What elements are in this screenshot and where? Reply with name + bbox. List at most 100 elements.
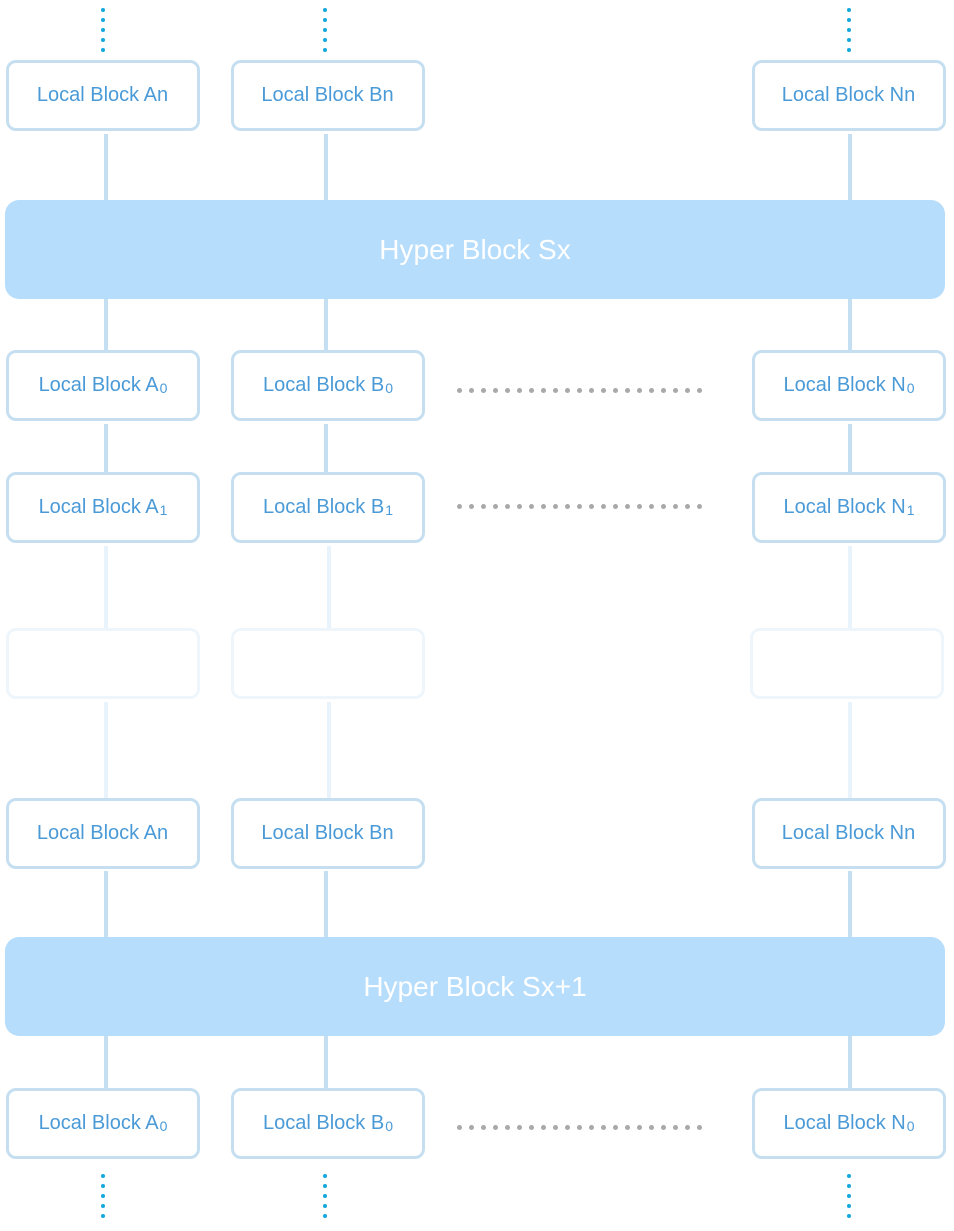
continuation-dot [323,48,327,52]
ellipsis-dot [589,504,594,509]
ellipsis-dot [517,388,522,393]
ellipsis-dot [613,1125,618,1130]
continuation-dot [323,38,327,42]
connector-b-1 [324,134,328,202]
ellipsis-dot [505,1125,510,1130]
ellipsis-dot [541,504,546,509]
local-block-subscript: 0 [906,379,915,396]
connector-n-7 [848,1034,852,1090]
ellipsis-dot [685,388,690,393]
connector-b-6 [324,871,328,940]
ellipsis-dot [625,388,630,393]
connector-n-4 [848,546,852,630]
ellipsis-dot [553,1125,558,1130]
ellipsis-dot [565,388,570,393]
local-block-label: Local Block Nn [781,84,916,106]
local-block-a: Local Block An [6,60,200,131]
continuation-dot [847,18,851,22]
ellipsis-dot [649,1125,654,1130]
local-block-subscript: 0 [385,379,393,396]
ellipsis-dot [589,1125,594,1130]
connector-n-1 [848,134,852,202]
ellipsis-dot [493,1125,498,1130]
local-block-a: Local Block An [6,798,200,869]
continuation-dot [847,1204,851,1208]
ellipsis-dot [601,504,606,509]
ellipsis-dot [661,1125,666,1130]
ellipsis-dot [697,1125,702,1130]
ellipsis-dot [541,388,546,393]
connector-a-4 [104,546,108,630]
continuation-dot [847,1214,851,1218]
local-block-label: Local Block N [783,496,906,518]
local-block-label: Local Block Bn [261,822,394,844]
local-block-n: Local Block Nn [752,798,946,869]
connector-a-6 [104,871,108,940]
ellipsis-dot [697,388,702,393]
local-block-label: Local Block A [38,374,159,396]
ellipsis-dot [529,1125,534,1130]
connector-b-2 [324,297,328,352]
continuation-dots-bottom-n [847,1174,851,1224]
ellipsis-dot [457,388,462,393]
ellipsis-dot [673,388,678,393]
continuation-dot [323,18,327,22]
ellipsis-dot [565,504,570,509]
connector-b-4 [327,546,331,630]
continuation-dot [101,1214,105,1218]
ellipsis-dot [661,504,666,509]
ellipsis-dot [601,388,606,393]
connector-a-1 [104,134,108,202]
continuation-dot [323,8,327,12]
ellipsis-dot [625,504,630,509]
local-block-subscript: 0 [906,1117,915,1134]
ellipsis-dot [481,504,486,509]
ellipsis-dots [457,504,707,510]
continuation-dot [847,48,851,52]
ellipsis-dot [469,1125,474,1130]
continuation-dots-bottom-a [101,1174,105,1224]
continuation-dot [847,38,851,42]
continuation-dot [101,38,105,42]
ellipsis-dot [613,504,618,509]
continuation-dot [323,1214,327,1218]
hyper-block-label: Hyper Block Sx+1 [363,970,587,1002]
ellipsis-dot [529,388,534,393]
ellipsis-dot [685,1125,690,1130]
local-block-label: Local Block An [36,822,169,844]
ellipsis-dot [457,1125,462,1130]
ghost-block-a [6,628,200,699]
ellipsis-dot [469,504,474,509]
ellipsis-dot [481,1125,486,1130]
ellipsis-dot [673,504,678,509]
ellipsis-dot [589,388,594,393]
local-block-label: Local Block B [263,1112,385,1134]
hyper-block-label: Hyper Block Sx [379,233,571,265]
continuation-dot [323,1174,327,1178]
ellipsis-dot [649,504,654,509]
ellipsis-dot [601,1125,606,1130]
local-block-label: Local Block N [783,374,906,396]
ghost-block-n [750,628,944,699]
continuation-dots-top-b [323,8,327,56]
ellipsis-dots [457,388,707,394]
local-block-label: Local Block Nn [781,822,916,844]
ellipsis-dot [637,1125,642,1130]
ellipsis-dot [493,504,498,509]
local-block-subscript: 1 [906,501,915,518]
ellipsis-dot [577,1125,582,1130]
connector-n-6 [848,871,852,940]
ellipsis-dot [505,504,510,509]
connector-a-7 [104,1034,108,1090]
continuation-dot [323,1204,327,1208]
continuation-dot [101,1184,105,1188]
continuation-dot [101,1174,105,1178]
local-block-label: Local Block N [783,1112,906,1134]
continuation-dot [847,1174,851,1178]
